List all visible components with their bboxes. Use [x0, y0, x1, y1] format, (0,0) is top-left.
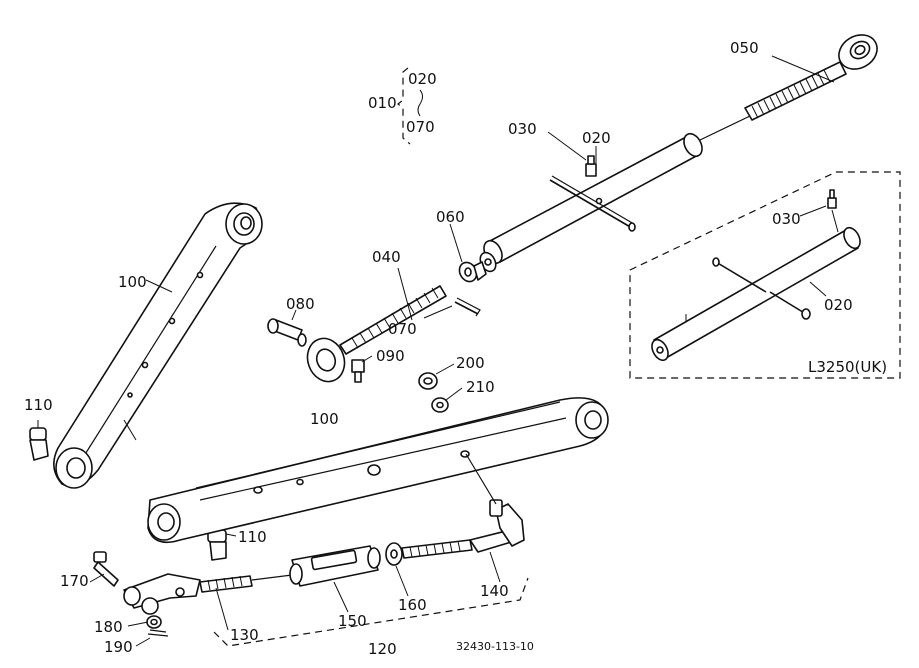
rod-040-assembly: [267, 261, 487, 383]
figure-code: 32430-113-10: [456, 640, 534, 653]
label-100-upper: 100: [118, 273, 147, 291]
lift-arm-upper-100: [53, 202, 263, 489]
label-030: 030: [508, 120, 537, 138]
label-inset-model: L3250(UK): [808, 358, 887, 376]
label-070: 070: [388, 320, 417, 338]
label-150: 150: [338, 612, 367, 630]
label-200: 200: [456, 354, 485, 372]
label-140: 140: [480, 582, 509, 600]
label-040: 040: [372, 248, 401, 266]
label-180: 180: [94, 618, 123, 636]
part-labels: 010 020 070 050 030 020 060 040 080 070 …: [24, 39, 887, 658]
pin-110-lower: [207, 529, 227, 561]
label-020-group: 020: [408, 70, 437, 88]
inset-l3250-uk: [629, 171, 901, 379]
label-130: 130: [230, 626, 259, 644]
nut-washer-200-210: [418, 372, 449, 413]
label-020: 020: [582, 129, 611, 147]
label-050: 050: [730, 39, 759, 57]
label-070-group: 070: [406, 118, 435, 136]
label-110-upper: 110: [24, 396, 53, 414]
label-170: 170: [60, 572, 89, 590]
label-inset-020: 020: [824, 296, 853, 314]
label-160: 160: [398, 596, 427, 614]
label-inset-030: 030: [772, 210, 801, 228]
top-link-assembly: [479, 34, 878, 273]
label-110-lower: 110: [238, 528, 267, 546]
lift-rod-assembly-120: [93, 453, 529, 647]
label-010: 010: [368, 94, 397, 112]
leader-lines: [37, 55, 835, 647]
label-120: 120: [368, 640, 397, 658]
label-100-lower: 100: [310, 410, 339, 428]
label-190: 190: [104, 638, 133, 656]
label-090: 090: [376, 347, 405, 365]
group-bracket-010: [397, 67, 423, 145]
label-080: 080: [286, 295, 315, 313]
lift-arm-lower-100: [147, 397, 609, 544]
label-060: 060: [436, 208, 465, 226]
pin-110-upper: [29, 427, 49, 461]
label-210: 210: [466, 378, 495, 396]
